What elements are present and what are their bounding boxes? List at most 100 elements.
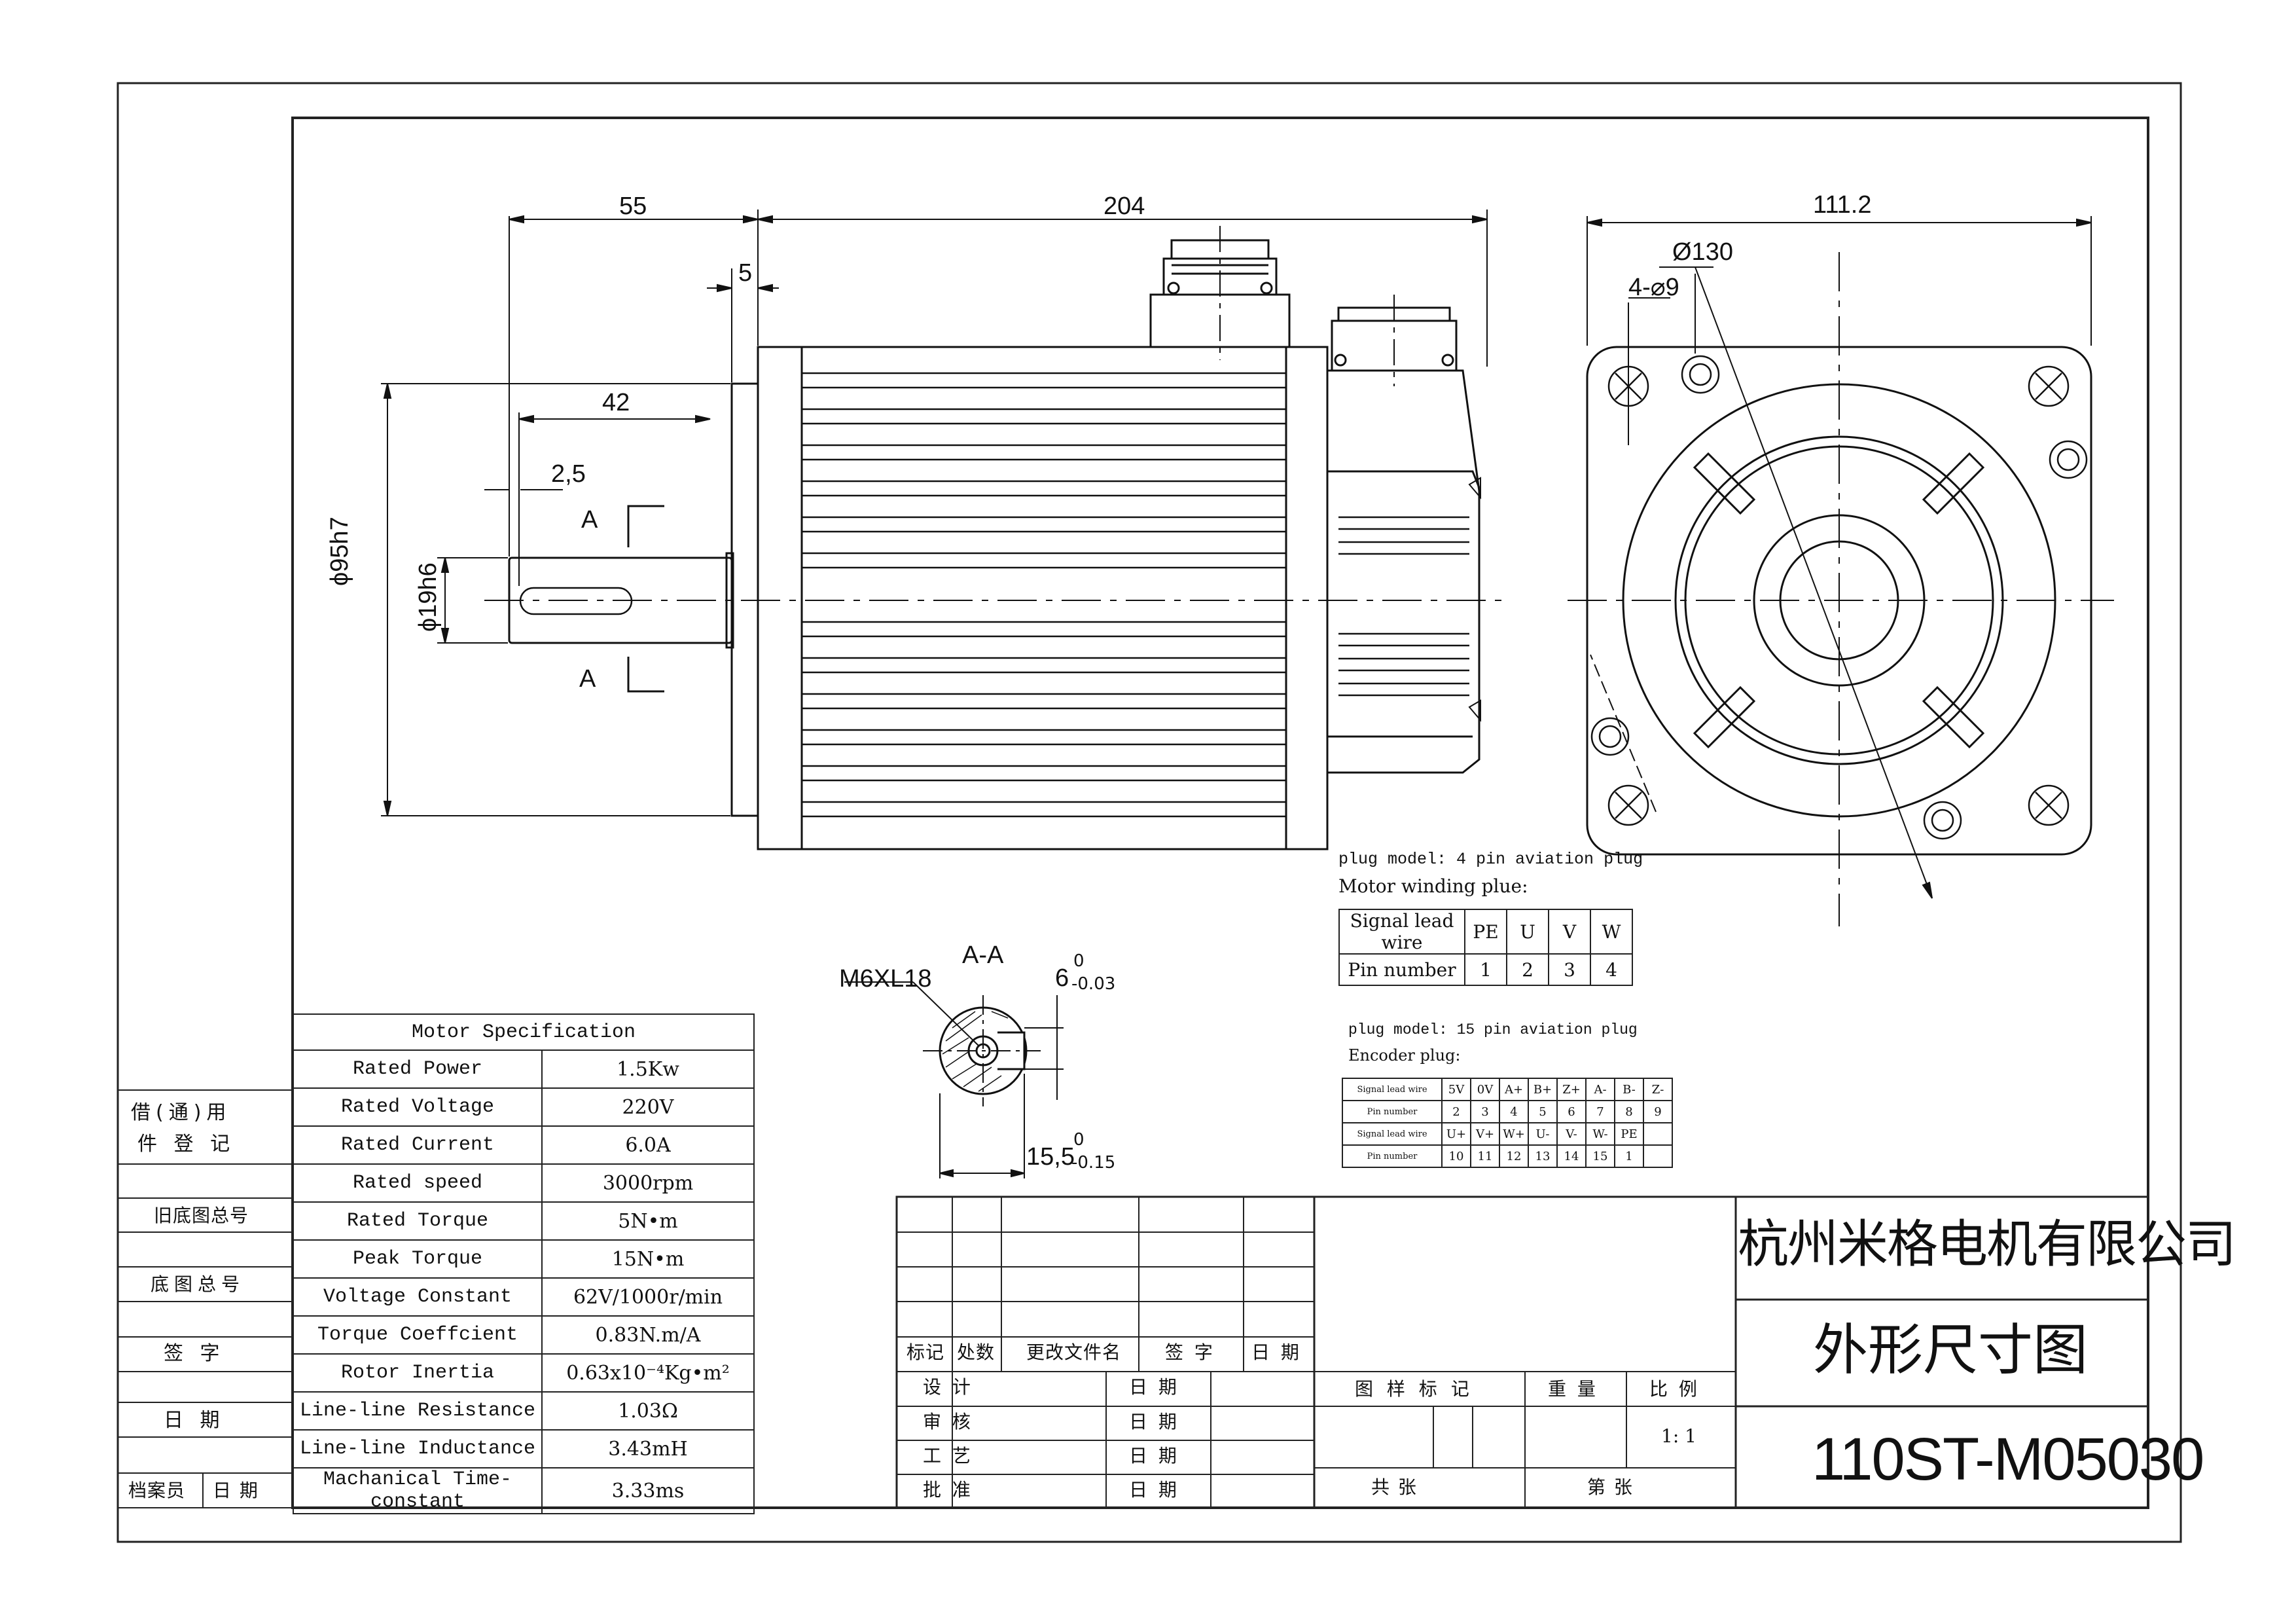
model-number: 110ST-M05030	[1812, 1426, 2204, 1493]
dim-55: 55	[619, 192, 647, 220]
encoder-cell: 15	[1585, 1144, 1615, 1168]
depth-tol-upper: 0	[1073, 1130, 1085, 1150]
review-date-label: 日 期	[1129, 1411, 1179, 1432]
encoder-cell: U-	[1528, 1122, 1558, 1146]
spec-label: Rated Torque	[293, 1201, 543, 1241]
encoder-plug-heading: Encoder plug:	[1348, 1046, 1461, 1065]
section-a-a	[923, 995, 1041, 1106]
approve-date-label: 日 期	[1129, 1479, 1179, 1501]
encoder-cell: 1	[1614, 1144, 1644, 1168]
encoder-row-label: Signal lead wire	[1342, 1078, 1443, 1101]
encoder-cell: V+	[1470, 1122, 1500, 1146]
spec-label: Rotor Inertia	[293, 1353, 543, 1393]
section-marker-a-bottom: A	[579, 665, 596, 693]
scale-label: 比 例	[1649, 1378, 1700, 1400]
encoder-plug-table: Signal lead wire 5V 0V A+ B+ Z+ A- B- Z-…	[1342, 1078, 1673, 1168]
encoder-cell: 14	[1556, 1144, 1587, 1168]
keyway-tol-upper: 0	[1073, 951, 1085, 971]
encoder-cell: Z+	[1556, 1078, 1587, 1101]
motor-plug-cell: 3	[1548, 953, 1591, 986]
encoder-cell: 13	[1528, 1144, 1558, 1168]
spec-label: Machanical Time-constant	[293, 1467, 543, 1514]
encoder-cell: 12	[1499, 1144, 1529, 1168]
section-dimensions	[844, 981, 1064, 1178]
encoder-cell: 3	[1470, 1100, 1500, 1123]
encoder-cell: U+	[1441, 1122, 1471, 1146]
encoder-cell: 9	[1643, 1100, 1673, 1123]
motor-plug-cell: 1	[1464, 953, 1507, 986]
encoder-row-label: Pin number	[1342, 1144, 1443, 1168]
encoder-cell: 2	[1441, 1100, 1471, 1123]
spec-value: 3.33ms	[541, 1467, 755, 1514]
drawing-mark-label: 图 样 标 记	[1355, 1378, 1473, 1400]
motor-plug-model: plug model: 4 pin aviation plug	[1338, 850, 1643, 869]
drawing-title: 外形尺寸图	[1813, 1318, 2089, 1382]
depth-tol-lower: -0.15	[1071, 1153, 1116, 1173]
encoder-plug-model: plug model: 15 pin aviation plug	[1348, 1021, 1638, 1038]
encoder-cell: 0V	[1470, 1078, 1500, 1101]
old-drawing-number: 旧底图总号	[154, 1205, 249, 1226]
rev-header-signature: 签 字	[1165, 1341, 1215, 1363]
signature-label: 签 字	[164, 1342, 225, 1365]
section-title: A-A	[962, 941, 1004, 969]
outer-border	[117, 82, 2182, 1543]
dim-111-2: 111.2	[1813, 191, 1872, 219]
drawing-number: 底图总号	[151, 1273, 245, 1295]
encoder-cell	[1643, 1122, 1673, 1146]
spec-label: Voltage Constant	[293, 1277, 543, 1317]
spec-value: 1.5Kw	[541, 1049, 755, 1089]
keyway-width: 6	[1055, 964, 1069, 992]
review-label: 审 核	[923, 1411, 973, 1432]
motor-plug-cell: W	[1590, 909, 1633, 955]
dim-dia95h7: ϕ95h7	[326, 517, 353, 586]
rev-header-count: 处数	[957, 1341, 996, 1363]
company-name: 杭州米格电机有限公司	[1738, 1215, 2236, 1274]
dim-dia130: Ø130	[1672, 238, 1733, 266]
rev-header-mark: 标记	[906, 1341, 945, 1363]
encoder-cell: 8	[1614, 1100, 1644, 1123]
spec-value: 6.0A	[541, 1125, 755, 1165]
spec-label: Line-line Resistance	[293, 1391, 543, 1431]
encoder-cell: 10	[1441, 1144, 1471, 1168]
keyway-tol-lower: -0.03	[1071, 974, 1116, 994]
spec-label: Torque Coeffcient	[293, 1315, 543, 1355]
encoder-cell: 5V	[1441, 1078, 1471, 1101]
archive-date-label: 日 期	[213, 1480, 259, 1501]
dim-5: 5	[738, 259, 753, 287]
motor-plug-cell: 2	[1506, 953, 1549, 986]
sheet-number-label: 第 张	[1587, 1476, 1634, 1498]
encoder-cell: W-	[1585, 1122, 1615, 1146]
date-label: 日 期	[164, 1409, 225, 1432]
borrow-register-line2: 件 登 记	[137, 1133, 236, 1156]
archivist-label: 档案员	[128, 1480, 186, 1501]
encoder-cell: 4	[1499, 1100, 1529, 1123]
front-dimensions	[1587, 216, 2092, 899]
spec-value: 62V/1000r/min	[541, 1277, 755, 1317]
motor-plug-table: Signal lead wire PE U V W Pin number 1 2…	[1338, 909, 1633, 986]
encoder-cell: B+	[1528, 1078, 1558, 1101]
front-view	[1568, 252, 2114, 926]
borrow-register-line1: 借(通)用	[131, 1101, 232, 1124]
spec-label: Rated Voltage	[293, 1087, 543, 1127]
thread-label: M6XL18	[839, 965, 932, 993]
spec-value: 5N•m	[541, 1201, 755, 1241]
rev-header-date: 日 期	[1251, 1341, 1302, 1363]
encoder-cell: V-	[1556, 1122, 1587, 1146]
weight-label: 重 量	[1548, 1378, 1598, 1400]
dim-dia19h6: ϕ19h6	[414, 562, 442, 632]
encoder-cell: 6	[1556, 1100, 1587, 1123]
spec-value: 0.83N.m/A	[541, 1315, 755, 1355]
encoder-cell: A+	[1499, 1078, 1529, 1101]
spec-label: Peak Torque	[293, 1239, 543, 1279]
scale-value: 1: 1	[1661, 1425, 1696, 1447]
motor-plug-row1-label: Signal lead wire	[1338, 909, 1465, 955]
process-label: 工 艺	[923, 1445, 973, 1467]
depth-15-5: 15,5	[1026, 1143, 1075, 1171]
left-strip	[117, 1089, 293, 1508]
encoder-cell: B-	[1614, 1078, 1644, 1101]
spec-value: 0.63x10⁻⁴Kg•m²	[541, 1353, 755, 1393]
spec-label: Rated speed	[293, 1163, 543, 1203]
motor-plug-row2-label: Pin number	[1338, 953, 1465, 986]
dim-2-5: 2,5	[551, 460, 586, 488]
